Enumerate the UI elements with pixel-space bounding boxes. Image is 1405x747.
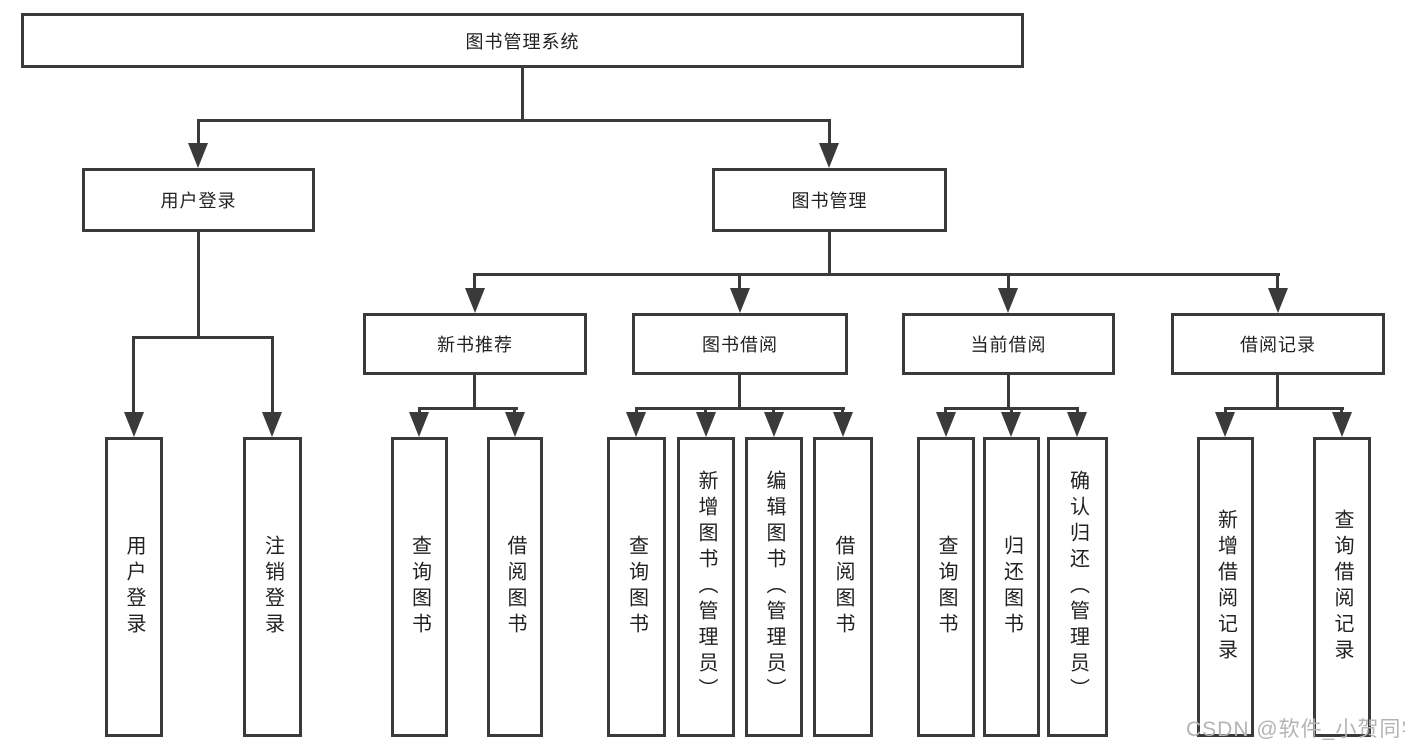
connector-root-bar — [197, 119, 831, 122]
leaf-query-book-2: 查询图书 — [607, 437, 666, 737]
connector-stem-current-borrow — [1007, 273, 1010, 291]
leaf-add-borrow-record: 新增借阅记录 — [1197, 437, 1254, 737]
connector-borrow-record-stem — [1276, 375, 1279, 410]
arrow-to-leaf-user-login — [124, 412, 144, 437]
leaf-borrow-book-2: 借阅图书 — [813, 437, 873, 737]
arrow-to-add-book-admin — [696, 412, 716, 437]
connector-new-book-stem — [473, 375, 476, 410]
leaf-edit-book-admin-label: 编辑图书（管理员） — [763, 470, 785, 704]
leaf-borrow-book-1-label: 借阅图书 — [504, 535, 526, 639]
node-root-label: 图书管理系统 — [465, 31, 580, 52]
connector-current-borrow-stem — [1007, 375, 1010, 410]
arrow-to-query-book-3 — [936, 412, 956, 437]
arrow-to-confirm-return — [1067, 412, 1087, 437]
arrow-to-user-login — [188, 143, 208, 168]
csdn-watermark: CSDN @软件_小贺同学 — [1186, 713, 1405, 743]
connector-stem-leaf-user-login — [132, 336, 135, 415]
connector-stem-book-management — [828, 119, 831, 147]
arrow-to-book-management — [819, 143, 839, 168]
leaf-confirm-return-admin: 确认归还（管理员） — [1047, 437, 1108, 737]
csdn-watermark-text: CSDN @软件_小贺同学 — [1186, 718, 1405, 741]
arrow-to-add-borrow-record — [1215, 412, 1235, 437]
leaf-user-login: 用户登录 — [105, 437, 163, 737]
leaf-query-book-1-label: 查询图书 — [408, 535, 431, 639]
node-book-management-label: 图书管理 — [791, 191, 868, 211]
arrow-to-borrow-book-2 — [833, 412, 853, 437]
arrow-to-return-book — [1001, 412, 1021, 437]
arrow-to-borrow-book-1 — [505, 412, 525, 437]
node-borrow-record-label: 借阅记录 — [1240, 335, 1316, 355]
leaf-query-book-3-label: 查询图书 — [935, 535, 957, 639]
leaf-borrow-book-2-label: 借阅图书 — [832, 535, 854, 639]
node-book-management: 图书管理 — [712, 168, 947, 232]
arrow-to-query-borrow-record — [1332, 412, 1352, 437]
node-user-login-label: 用户登录 — [160, 191, 237, 211]
leaf-user-login-label: 用户登录 — [123, 535, 145, 639]
leaf-query-book-1: 查询图书 — [391, 437, 448, 737]
leaf-confirm-return-admin-label: 确认归还（管理员） — [1066, 470, 1089, 704]
node-new-book-recommend: 新书推荐 — [363, 313, 587, 375]
connector-stem-new-book — [473, 273, 476, 291]
arrow-to-leaf-logout — [262, 412, 282, 437]
arrow-to-borrow-record — [1268, 288, 1288, 313]
node-root: 图书管理系统 — [21, 13, 1024, 68]
connector-book-management-stem — [828, 232, 831, 276]
connector-stem-leaf-logout — [271, 336, 274, 415]
leaf-logout-label: 注销登录 — [261, 535, 284, 639]
leaf-query-borrow-record-label: 查询借阅记录 — [1331, 509, 1353, 665]
leaf-query-book-2-label: 查询图书 — [625, 535, 648, 639]
node-book-borrow: 图书借阅 — [632, 313, 848, 375]
leaf-add-book-admin-label: 新增图书（管理员） — [695, 470, 717, 704]
leaf-query-borrow-record: 查询借阅记录 — [1313, 437, 1371, 737]
connector-stem-borrow-record — [1276, 273, 1279, 291]
leaf-borrow-book-1: 借阅图书 — [487, 437, 543, 737]
leaf-edit-book-admin: 编辑图书（管理员） — [745, 437, 803, 737]
arrow-to-book-borrow — [730, 288, 750, 313]
leaf-add-borrow-record-label: 新增借阅记录 — [1214, 509, 1237, 665]
leaf-logout: 注销登录 — [243, 437, 302, 737]
connector-book-management-bar — [473, 273, 1280, 276]
node-current-borrow-label: 当前借阅 — [970, 335, 1047, 355]
node-book-borrow-label: 图书借阅 — [702, 335, 778, 355]
connector-book-borrow-bar — [635, 407, 845, 410]
arrow-to-current-borrow — [998, 288, 1018, 313]
connector-user-login-bar — [132, 336, 274, 339]
connector-root-stem — [521, 68, 524, 119]
arrow-to-edit-book-admin — [764, 412, 784, 437]
connector-borrow-record-bar — [1224, 407, 1344, 410]
node-new-book-recommend-label: 新书推荐 — [437, 335, 513, 355]
node-current-borrow: 当前借阅 — [902, 313, 1115, 375]
arrow-to-new-book — [465, 288, 485, 313]
connector-stem-book-borrow — [738, 273, 741, 291]
connector-user-login-stem — [197, 232, 200, 339]
connector-stem-user-login — [197, 119, 200, 147]
leaf-query-book-3: 查询图书 — [917, 437, 975, 737]
arrow-to-query-book-1 — [409, 412, 429, 437]
connector-new-book-bar — [418, 407, 518, 410]
node-borrow-record: 借阅记录 — [1171, 313, 1385, 375]
leaf-return-book: 归还图书 — [983, 437, 1040, 737]
leaf-add-book-admin: 新增图书（管理员） — [677, 437, 735, 737]
node-user-login: 用户登录 — [82, 168, 315, 232]
arrow-to-query-book-2 — [626, 412, 646, 437]
leaf-return-book-label: 归还图书 — [1000, 535, 1023, 639]
connector-book-borrow-stem — [738, 375, 741, 410]
